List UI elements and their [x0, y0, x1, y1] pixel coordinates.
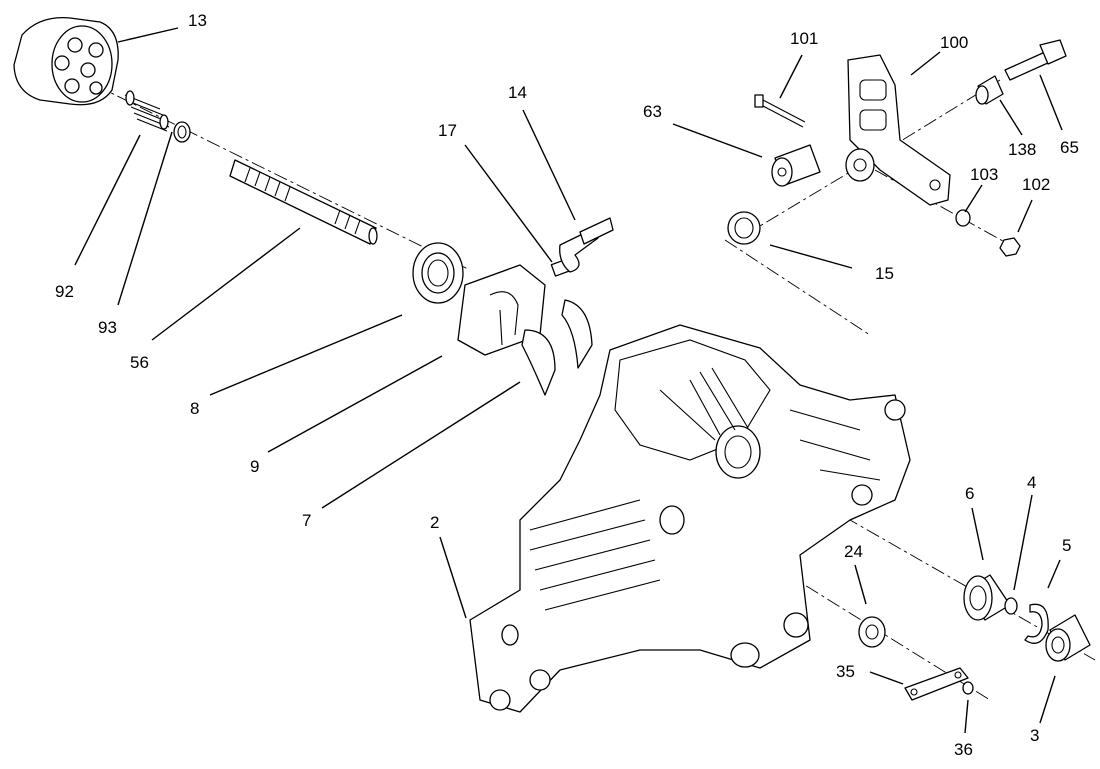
leader-138 — [999, 99, 1023, 136]
transaxle-housing-part — [469, 324, 911, 713]
leader-5 — [1047, 559, 1061, 589]
leader-14 — [522, 109, 576, 221]
leader-lines — [74, 27, 1063, 734]
e-clip-part — [962, 681, 974, 695]
axis-pump-shaft — [94, 84, 471, 271]
leader-8 — [209, 314, 403, 396]
leader-100 — [910, 51, 941, 76]
callout-7: 7 — [302, 511, 311, 530]
seal-part — [727, 211, 761, 245]
callout-13: 13 — [188, 11, 207, 30]
bearing-ring-part — [412, 242, 464, 304]
callout-35: 35 — [836, 662, 855, 681]
callout-15: 15 — [875, 264, 894, 283]
leader-56 — [151, 227, 301, 341]
leader-92 — [74, 134, 141, 266]
leader-13 — [117, 27, 179, 43]
spacer-part — [771, 144, 821, 187]
washer-part — [173, 121, 191, 143]
hex-nut-part — [999, 237, 1021, 257]
axle-washer-part — [858, 616, 886, 648]
callout-138: 138 — [1008, 140, 1036, 159]
axle-bearing-part — [963, 574, 1011, 621]
leader-35 — [869, 671, 904, 685]
axle-seal-part — [1045, 614, 1091, 662]
leader-63 — [672, 123, 763, 158]
callout-103: 103 — [970, 165, 998, 184]
leader-65 — [1039, 74, 1063, 131]
leader-15 — [769, 244, 853, 269]
control-arm-part — [550, 217, 614, 277]
callout-65: 65 — [1060, 138, 1079, 157]
callout-8: 8 — [190, 399, 199, 418]
leader-17 — [464, 144, 553, 263]
cylinder-block-part — [13, 16, 119, 106]
mounting-bracket-part — [845, 54, 951, 206]
spring-part — [124, 90, 170, 132]
callout-63: 63 — [643, 102, 662, 121]
leader-102 — [1017, 199, 1033, 233]
callout-36: 36 — [954, 740, 973, 759]
callout-2: 2 — [430, 513, 439, 532]
bushing-part — [975, 75, 1004, 105]
callout-24: 24 — [844, 542, 863, 561]
leader-2 — [439, 536, 467, 619]
callout-5: 5 — [1062, 536, 1071, 555]
callout-labels: 13 92 93 56 8 9 7 17 14 63 101 100 138 6… — [55, 11, 1079, 759]
leader-103 — [964, 184, 983, 213]
callout-9: 9 — [250, 457, 259, 476]
leader-7 — [321, 381, 521, 509]
leader-93 — [117, 131, 173, 306]
callout-100: 100 — [940, 33, 968, 52]
snap-ring-part — [1024, 603, 1049, 644]
leader-9 — [267, 355, 443, 453]
leader-6 — [971, 507, 984, 561]
leader-24 — [854, 564, 867, 605]
pump-shaft-part — [229, 159, 378, 245]
callout-14: 14 — [508, 83, 527, 102]
thrust-bearing-halves-part — [521, 299, 593, 396]
callout-6: 6 — [965, 484, 974, 503]
bracket-bolt-short-part — [754, 94, 806, 128]
link-plate-part — [904, 667, 969, 701]
leader-3 — [1039, 675, 1056, 724]
callout-56: 56 — [130, 353, 149, 372]
leader-101 — [779, 54, 803, 99]
callout-101: 101 — [790, 29, 818, 48]
leader-4 — [1013, 494, 1033, 591]
callout-102: 102 — [1022, 175, 1050, 194]
bracket-bolt-long-part — [1004, 39, 1067, 81]
callout-4: 4 — [1027, 473, 1036, 492]
small-ring-part — [1004, 597, 1018, 615]
callout-17: 17 — [438, 121, 457, 140]
callout-3: 3 — [1030, 726, 1039, 745]
leader-36 — [964, 699, 969, 734]
axis-seal-housing — [724, 239, 871, 336]
callout-93: 93 — [98, 318, 117, 337]
callout-92: 92 — [55, 282, 74, 301]
small-spacer-part — [955, 209, 971, 227]
